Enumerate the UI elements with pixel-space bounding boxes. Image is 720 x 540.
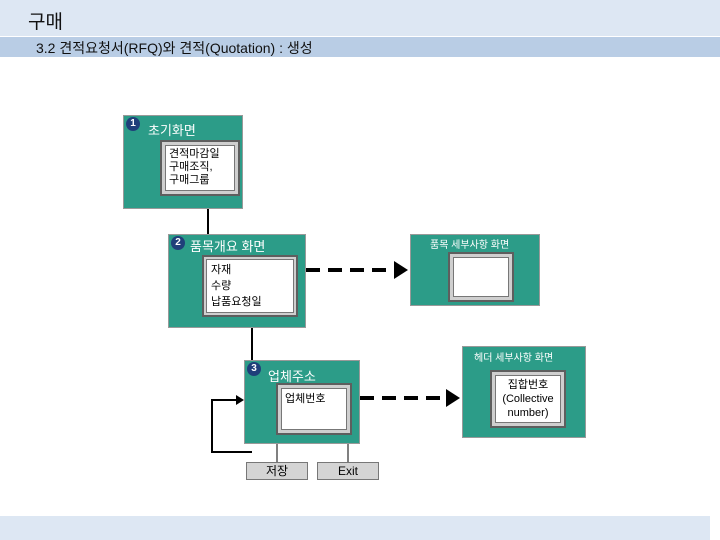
loop-arrowhead <box>236 395 244 405</box>
step1-screen-content: 견적마감일 구매조직, 구매그룹 <box>165 145 235 191</box>
header-band <box>0 0 720 36</box>
arrowhead-item-detail <box>394 261 408 279</box>
save-button[interactable]: 저장 <box>246 462 308 480</box>
step1-line: 구매조직, <box>169 161 213 173</box>
header-detail-screen-content: 집합번호 (Collective number) <box>495 375 561 423</box>
footer-band <box>0 516 710 540</box>
loop-connector <box>211 399 252 453</box>
step1-badge: 1 <box>126 117 140 131</box>
step1-line: 구매그룹 <box>169 174 210 186</box>
page-title: 구매 <box>28 12 63 33</box>
step3-screen-content: 업체번호 <box>281 388 347 430</box>
step3-badge: 3 <box>247 362 261 376</box>
step2-line: 수량 <box>211 280 232 292</box>
subheader-band <box>0 37 720 57</box>
header-detail-text: 집합번호 (Collective number) <box>502 379 554 419</box>
step1-line: 견적마감일 <box>169 148 220 160</box>
item-detail-title: 품목 세부사항 화면 <box>430 240 510 251</box>
step3-line: 업체번호 <box>285 393 326 405</box>
step3-title: 업체주소 <box>268 369 316 384</box>
step2-line: 납품요청일 <box>211 296 262 308</box>
item-detail-screen-content <box>453 257 509 297</box>
step2-badge: 2 <box>171 236 185 250</box>
arrowhead-header-detail <box>446 389 460 407</box>
exit-button[interactable]: Exit <box>317 462 379 480</box>
step2-line: 자재 <box>211 264 232 276</box>
header-detail-title: 헤더 세부사항 화면 <box>474 353 554 364</box>
section-title: 3.2 견적요청서(RFQ)와 견적(Quotation) : 생성 <box>36 40 313 56</box>
step2-screen-content: 자재 수량 납품요청일 <box>206 259 294 313</box>
step2-title: 품목개요 화면 <box>190 239 266 254</box>
step1-title: 초기화면 <box>148 123 196 138</box>
